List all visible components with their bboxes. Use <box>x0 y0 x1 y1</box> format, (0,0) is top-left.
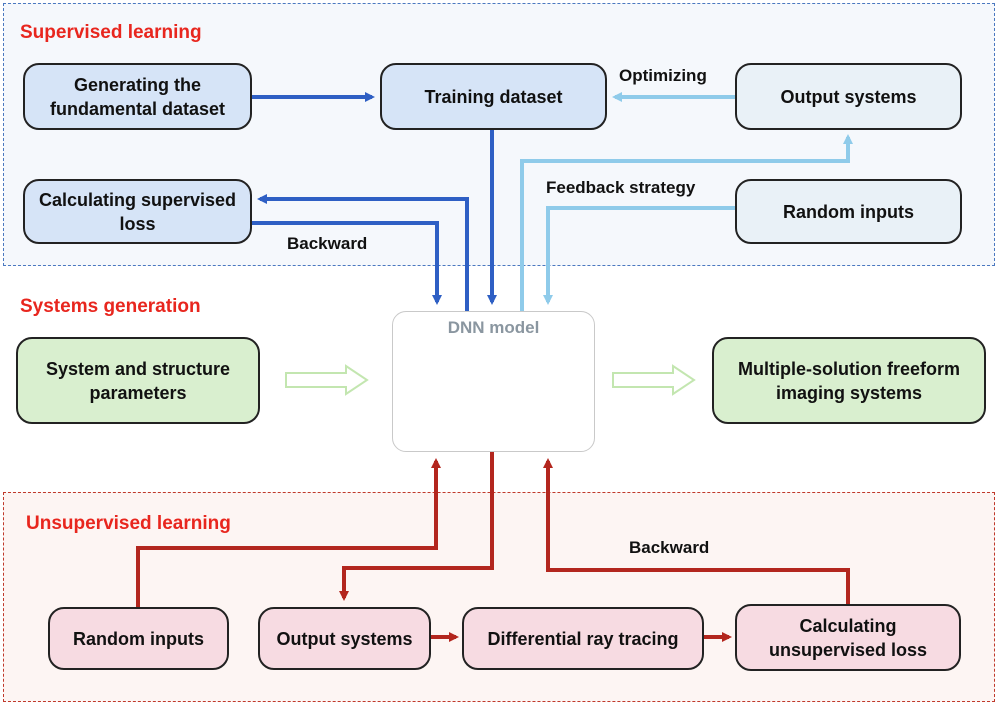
systems-generation-title: Systems generation <box>20 296 201 317</box>
feedback-strategy-label: Feedback strategy <box>546 178 696 197</box>
optimizing-label: Optimizing <box>619 66 707 85</box>
hollow-arrow-dnn-to-solutions <box>612 364 696 396</box>
generating-dataset-node: Generating the fundamental dataset <box>23 63 252 130</box>
output-systems-bottom-node: Output systems <box>258 607 431 670</box>
arrow-dnn-to-output-systems-bottom <box>339 452 494 601</box>
arrow-unsupervised-loss-backward <box>543 458 850 604</box>
backward-bottom-label: Backward <box>629 538 710 557</box>
training-dataset-node: Training dataset <box>380 63 607 130</box>
arrow-dnn-to-output-systems <box>520 134 853 311</box>
backward-top-label: Backward <box>287 234 368 253</box>
dnn-model-box: DNN model <box>392 311 595 452</box>
system-params-node: System and structure parameters <box>16 337 260 424</box>
unsupervised-learning-title: Unsupervised learning <box>26 513 231 534</box>
supervised-loss-node: Calculating supervised loss <box>23 179 252 244</box>
unsupervised-loss-node: Calculating unsupervised loss <box>735 604 961 671</box>
random-inputs-bottom-node: Random inputs <box>48 607 229 670</box>
output-systems-top-node: Output systems <box>735 63 962 130</box>
multi-solution-node: Multiple-solution freeform imaging syste… <box>712 337 986 424</box>
ray-tracing-node: Differential ray tracing <box>462 607 704 670</box>
arrow-dnn-to-supervised-loss <box>257 194 469 311</box>
arrow-supervised-loss-backward <box>252 221 442 305</box>
dnn-model-title: DNN model <box>447 318 540 337</box>
random-inputs-top-node: Random inputs <box>735 179 962 244</box>
arrow-random-inputs-feedback <box>543 206 735 305</box>
hollow-arrow-params-to-dnn <box>285 364 369 396</box>
arrow-random-inputs-to-dnn <box>136 458 441 607</box>
supervised-learning-title: Supervised learning <box>20 22 202 43</box>
